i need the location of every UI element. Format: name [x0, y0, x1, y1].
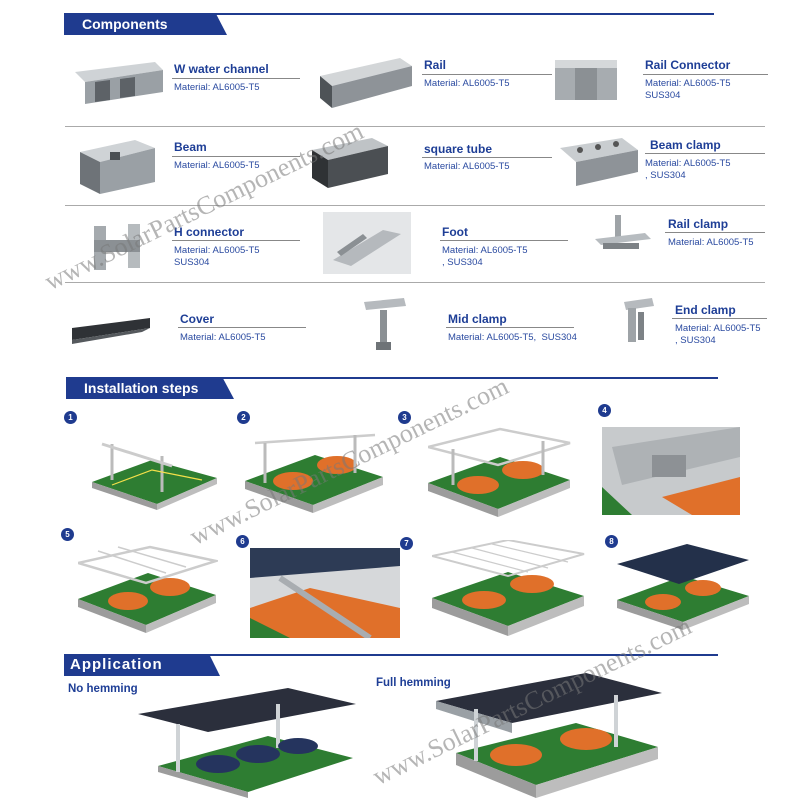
- row-divider: [65, 126, 765, 127]
- step-2-image: [245, 433, 383, 513]
- installation-header-line: [66, 377, 718, 379]
- divider: [672, 318, 767, 319]
- step-badge: 1: [64, 411, 77, 424]
- divider: [665, 232, 765, 233]
- component-name: Rail: [424, 58, 447, 72]
- application-header-line: [64, 654, 718, 656]
- divider: [172, 78, 300, 79]
- component-name: Beam clamp: [650, 138, 721, 152]
- component-name: H connector: [174, 225, 245, 239]
- square-tube-image: [312, 138, 388, 188]
- component-material: Material: AL6005-T5: [424, 78, 510, 89]
- divider: [440, 240, 568, 241]
- components-header-line: [64, 13, 714, 15]
- full-hemming-label: Full hemming: [376, 677, 451, 689]
- step-1-image: [92, 442, 217, 510]
- component-name: Rail Connector: [645, 58, 731, 72]
- step-badge: 7: [400, 537, 413, 550]
- cover-image: [72, 318, 150, 344]
- full-hemming-image: [436, 673, 662, 798]
- component-material: Material: AL6005-T5: [180, 332, 266, 343]
- divider: [645, 153, 765, 154]
- mid-clamp-image: [364, 298, 406, 350]
- component-name: Rail clamp: [668, 217, 729, 231]
- component-material: Material: AL6005-T5: [174, 82, 260, 93]
- end-clamp-image: [624, 298, 654, 342]
- component-material: Material: AL6005-T5 , SUS304: [442, 245, 528, 268]
- no-hemming-image: [138, 688, 356, 798]
- component-material: Material: AL6005-T5: [424, 161, 510, 172]
- component-material: Material: AL6005-T5: [174, 160, 260, 171]
- row-divider: [65, 205, 765, 206]
- divider: [422, 157, 552, 158]
- component-name: Cover: [180, 312, 215, 326]
- component-material: Material: AL6005-T5 SUS304: [645, 78, 731, 101]
- component-material: Material: AL6005-T5 SUS304: [174, 245, 260, 268]
- divider: [172, 240, 300, 241]
- step-badge: 8: [605, 535, 618, 548]
- foot-image: [323, 212, 411, 274]
- step-badge: 5: [61, 528, 74, 541]
- divider: [422, 74, 552, 75]
- component-name: Mid clamp: [448, 312, 507, 326]
- step-badge: 4: [598, 404, 611, 417]
- component-name: Foot: [442, 225, 468, 239]
- step-badge: 3: [398, 411, 411, 424]
- rail-connector-image: [555, 60, 617, 100]
- application-header: Application: [64, 654, 220, 676]
- divider: [643, 74, 768, 75]
- step-badge: 6: [236, 535, 249, 548]
- w-water-channel-image: [75, 62, 163, 104]
- step-4-image: [602, 427, 740, 515]
- step-8-image: [617, 544, 749, 630]
- component-material: Material: AL6005-T5 , SUS304: [675, 323, 761, 346]
- component-material: Material: AL6005-T5: [668, 237, 754, 248]
- component-name: End clamp: [675, 303, 736, 317]
- beam-clamp-image: [560, 138, 638, 186]
- no-hemming-label: No hemming: [68, 683, 138, 695]
- component-name: W water channel: [174, 62, 269, 76]
- components-header: Components: [64, 13, 227, 35]
- beam-image: [80, 140, 155, 194]
- step-6-image: [250, 548, 400, 638]
- installation-header: Installation steps: [66, 377, 234, 399]
- divider: [172, 156, 300, 157]
- row-divider: [65, 282, 765, 283]
- component-material: Material: AL6005-T5, SUS304: [448, 332, 577, 343]
- divider: [178, 327, 306, 328]
- component-name: square tube: [424, 142, 493, 156]
- component-name: Beam: [174, 140, 207, 154]
- rail-clamp-image: [595, 215, 651, 249]
- step-7-image: [432, 540, 585, 636]
- h-connector-image: [94, 224, 140, 270]
- divider: [446, 327, 574, 328]
- component-material: Material: AL6005-T5 , SUS304: [645, 158, 731, 181]
- step-badge: 2: [237, 411, 250, 424]
- rail-image: [320, 58, 412, 108]
- step-5-image: [78, 545, 218, 633]
- step-3-image: [428, 427, 571, 517]
